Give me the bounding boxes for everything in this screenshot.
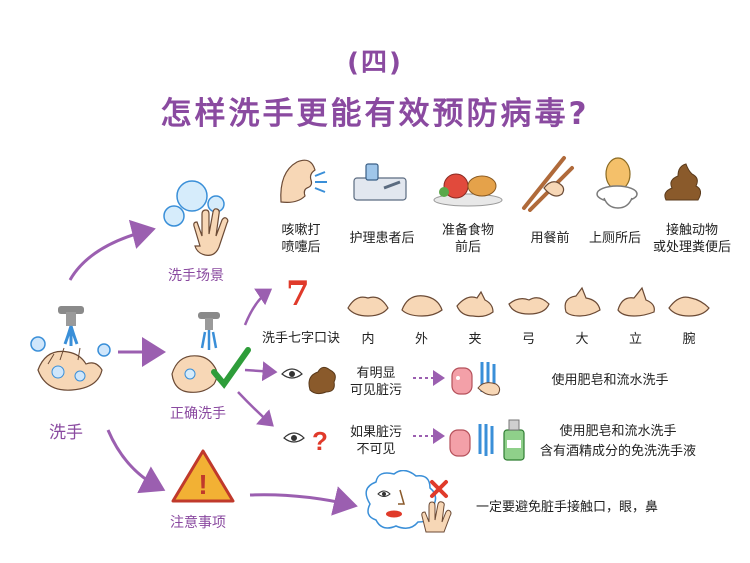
page-title: 怎样洗手更能有效预防病毒? [160, 96, 590, 132]
scene-line1: 咳嗽打 [281, 223, 321, 238]
arrow-to-caution [249, 486, 358, 516]
seven-number: 7 [286, 274, 310, 314]
step-label: 腕 [682, 332, 696, 347]
hand-wash-step-icon [400, 295, 443, 317]
chopsticks-icon [522, 156, 574, 212]
seven-steps-label: 洗手七字口诀 [262, 331, 341, 346]
scene-line1: 护理患者后 [349, 231, 415, 246]
visible-dirt-line2: 可见脏污 [349, 383, 402, 398]
title-number: (四) [347, 48, 403, 78]
hand-wash-step-icon [507, 297, 550, 315]
branch-correct-label: 正确洗手 [170, 406, 226, 422]
arrow-to-notes [106, 429, 166, 494]
caution-text: 一定要避免脏手接触口，眼，鼻 [475, 500, 658, 515]
invisible-dirt-action1: 使用肥皂和流水洗手 [559, 424, 677, 439]
scene-label-food: 准备食物 前后 [432, 222, 504, 256]
scene-line1: 准备食物 [441, 223, 494, 238]
step-label: 外 [414, 332, 428, 347]
invisible-dirt-actions: 使用肥皂和流水洗手 含有酒精成分的免洗洗手液 [520, 422, 716, 462]
svg-text:?: ? [312, 426, 328, 456]
soap-bubbles-hand-icon [163, 180, 229, 256]
washing-hands-icon [30, 306, 111, 391]
branch-notes-label: 注意事项 [170, 515, 226, 531]
soap-water-icon [451, 362, 501, 396]
scene-label-sneeze: 咳嗽打 喷嚏后 [270, 222, 332, 256]
hub-label: 洗手 [49, 423, 83, 443]
sneeze-icon [280, 159, 327, 203]
scene-line2: 前后 [454, 240, 481, 255]
step-label: 立 [628, 332, 642, 347]
toilet-icon [596, 157, 638, 209]
correct-washing-icon [171, 312, 251, 393]
branch-scenes-label: 洗手场景 [168, 268, 224, 284]
scene-line1: 用餐前 [530, 231, 570, 246]
invisible-dirt-eye-icon: ? [283, 426, 328, 456]
scene-label-toilet: 上厕所后 [580, 230, 650, 247]
hand-wash-step-icon [456, 290, 494, 318]
visible-dirt-line1: 有明显 [356, 366, 396, 381]
hand-wash-step-icon [347, 296, 389, 317]
step-label: 大 [575, 332, 589, 347]
visible-dirt-eye-icon [281, 366, 336, 395]
scene-label-caregiving: 护理患者后 [343, 230, 421, 247]
warning-mark: ! [198, 469, 207, 500]
poop-icon [664, 163, 702, 201]
invisible-dirt-line1: 如果脏污 [349, 425, 402, 440]
invisible-dirt-line2: 不可见 [356, 442, 396, 457]
step-label: 弓 [521, 332, 535, 347]
hand-wash-step-icon [616, 286, 655, 317]
soap-water-sanitizer-icon [449, 419, 525, 461]
scene-label-animal: 接触动物 或处理粪便后 [646, 222, 738, 256]
invisible-dirt-label: 如果脏污 不可见 [336, 424, 416, 458]
scene-line2: 喷嚏后 [281, 240, 321, 255]
visible-dirt-label: 有明显 可见脏污 [336, 365, 416, 399]
hand-wash-step-icon [564, 286, 601, 317]
scene-line1: 上厕所后 [588, 231, 641, 246]
scene-label-meal: 用餐前 [520, 230, 580, 247]
invisible-dirt-action2: 含有酒精成分的免洗洗手液 [539, 444, 696, 459]
step-label: 夹 [468, 332, 482, 347]
arrow-to-scenes [68, 219, 156, 281]
step-label: 内 [361, 332, 375, 347]
food-icon [433, 173, 503, 207]
arrow-to-seven [243, 288, 273, 326]
hand-wash-step-icon [668, 296, 710, 317]
scene-line1: 接触动物 [665, 223, 718, 238]
warning-icon: ! [171, 449, 235, 503]
scene-line2: 或处理粪便后 [652, 240, 731, 255]
arrow-to-invisible [237, 391, 274, 427]
caregiving-icon [353, 163, 407, 201]
visible-dirt-action: 使用肥皂和流水洗手 [551, 373, 669, 388]
arrow-to-visible [244, 361, 278, 382]
face-hand-cross-icon [365, 470, 452, 533]
